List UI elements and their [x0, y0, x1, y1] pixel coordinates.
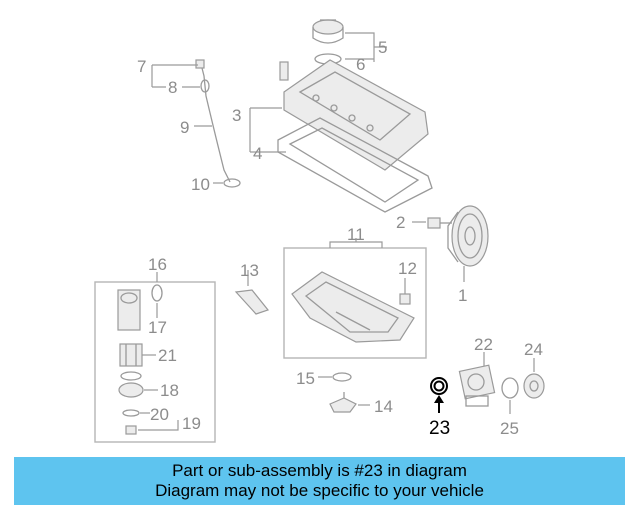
banner-line-1: Part or sub-assembly is #23 in diagram [172, 461, 467, 480]
oil-filter-group-box [94, 281, 216, 443]
callout-1[interactable]: 1 [458, 286, 467, 305]
callout-3[interactable]: 3 [232, 106, 241, 125]
oil-strainer-gasket[interactable] [332, 372, 352, 382]
callout-20[interactable]: 20 [150, 405, 169, 424]
parts-diagram: 5 6 7 8 9 10 3 4 2 1 [94, 19, 545, 443]
drain-plug[interactable] [399, 278, 411, 305]
baffle-bracket[interactable] [234, 289, 270, 315]
oil-strainer[interactable] [329, 392, 357, 413]
callout-8[interactable]: 8 [168, 78, 177, 97]
callout-21[interactable]: 21 [158, 346, 177, 365]
callout-22[interactable]: 22 [474, 335, 493, 354]
callout-7[interactable]: 7 [137, 57, 146, 76]
oil-cooler[interactable] [458, 364, 496, 407]
highlighted-part-23[interactable] [430, 377, 448, 413]
crankshaft-pulley[interactable] [447, 205, 489, 267]
cooler-cover[interactable] [523, 373, 545, 399]
callout-2[interactable]: 2 [396, 213, 405, 232]
oil-filter-housing[interactable] [117, 284, 163, 331]
callout-6[interactable]: 6 [356, 55, 365, 74]
oil-pan-group-box [283, 247, 427, 359]
oil-filler-cap[interactable] [312, 19, 344, 44]
callout-19[interactable]: 19 [182, 414, 201, 433]
callout-16[interactable]: 16 [148, 255, 167, 274]
callout-14[interactable]: 14 [374, 397, 393, 416]
oil-pan[interactable] [291, 271, 415, 343]
callout-15[interactable]: 15 [296, 369, 315, 388]
filter-o-ring[interactable] [122, 409, 140, 417]
banner-line-2: Diagram may not be specific to your vehi… [155, 481, 484, 500]
callout-18[interactable]: 18 [160, 381, 179, 400]
callout-11[interactable]: 11 [347, 225, 365, 244]
callout-13[interactable]: 13 [240, 261, 259, 280]
callout-25[interactable]: 25 [500, 419, 519, 438]
callout-24[interactable]: 24 [524, 340, 543, 359]
pulley-bolt[interactable] [427, 217, 452, 229]
valve-cover[interactable] [279, 59, 429, 171]
callout-4[interactable]: 4 [253, 144, 262, 163]
oil-filter-element[interactable] [119, 343, 143, 367]
callout-10[interactable]: 10 [191, 175, 210, 194]
callout-5[interactable]: 5 [378, 38, 387, 57]
callout-17[interactable]: 17 [148, 318, 167, 337]
drain-bolt[interactable] [125, 425, 137, 435]
callout-9[interactable]: 9 [180, 118, 189, 137]
dipstick-assembly[interactable] [195, 59, 241, 188]
callout-23[interactable]: 23 [429, 418, 450, 439]
oil-filter-cap[interactable] [118, 371, 144, 398]
info-banner: Part or sub-assembly is #23 in diagram D… [14, 457, 625, 505]
callout-12[interactable]: 12 [398, 259, 417, 278]
oil-cooler-gasket[interactable] [501, 377, 519, 399]
